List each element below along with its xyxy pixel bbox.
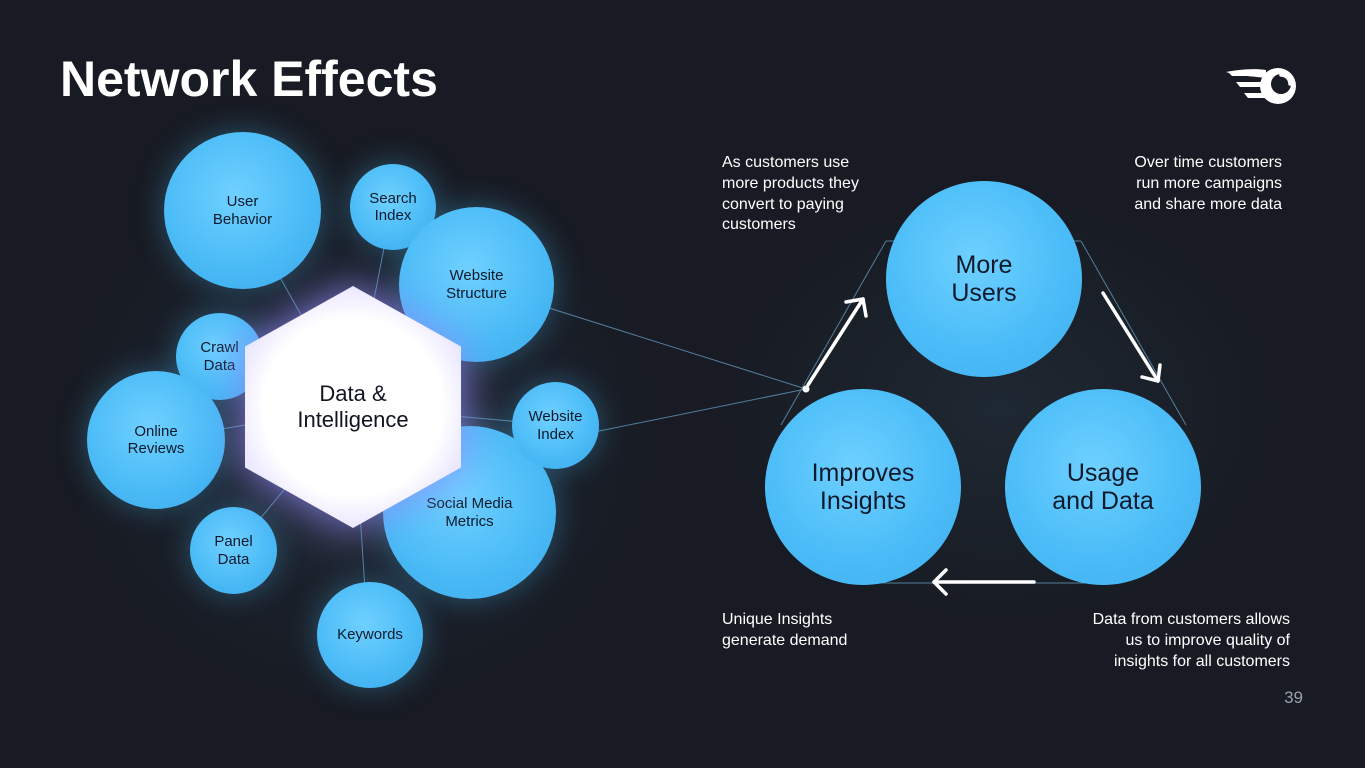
bubble-label: Online Reviews (127, 422, 185, 457)
arrow-up-right-icon (806, 297, 868, 387)
page-number: 39 (1284, 688, 1303, 707)
hub-hexagon: Data & Intelligence (245, 286, 461, 528)
cycle-node-label: Improves Insights (811, 459, 915, 515)
slide-title: Network Effects (60, 51, 438, 107)
arrow-left-icon (932, 568, 1036, 596)
hub-label: Data & Intelligence (297, 380, 409, 432)
bubble-label: Crawl Data (200, 339, 239, 374)
bubble-label: Search Index (369, 189, 417, 224)
bubble-website-index: Website Index (512, 382, 599, 469)
arrow-down-right-icon (1101, 291, 1162, 383)
cycle-node-label: More Users (951, 251, 1017, 307)
note-top-left: As customers use more products they conv… (722, 154, 859, 234)
hub-data-intelligence: Data & Intelligence (245, 286, 461, 528)
bubble-panel-data: Panel Data (190, 507, 277, 594)
bubble-label: User Behavior (212, 193, 273, 228)
cycle-edge-right (1080, 240, 1187, 426)
note-bottom-right: Data from customers allows us to improve… (1092, 611, 1290, 670)
cycle-node-label: Usage and Data (1052, 459, 1154, 515)
cycle-node-usage-and-data: Usage and Data (1005, 389, 1201, 585)
bubble-label: Social Media Metrics (426, 495, 513, 530)
bubble-online-reviews: Online Reviews (87, 371, 225, 509)
bubble-label: Panel Data (214, 533, 253, 568)
bubble-label: Website Structure (446, 267, 507, 302)
note-bottom-left: Unique Insights generate demand (722, 611, 848, 649)
bubble-label: Keywords (337, 626, 403, 644)
junction-dot (802, 385, 810, 393)
cycle-node-more-users: More Users (886, 181, 1082, 377)
bubble-keywords: Keywords (317, 582, 423, 688)
bubble-user-behavior: User Behavior (164, 132, 321, 289)
cycle-edge-left (780, 240, 887, 426)
cycle-node-improves-insights: Improves Insights (765, 389, 961, 585)
semrush-logo-icon (1226, 68, 1296, 104)
bubble-label: Website Index (528, 408, 583, 443)
note-top-right: Over time customers run more campaigns a… (1134, 154, 1282, 213)
